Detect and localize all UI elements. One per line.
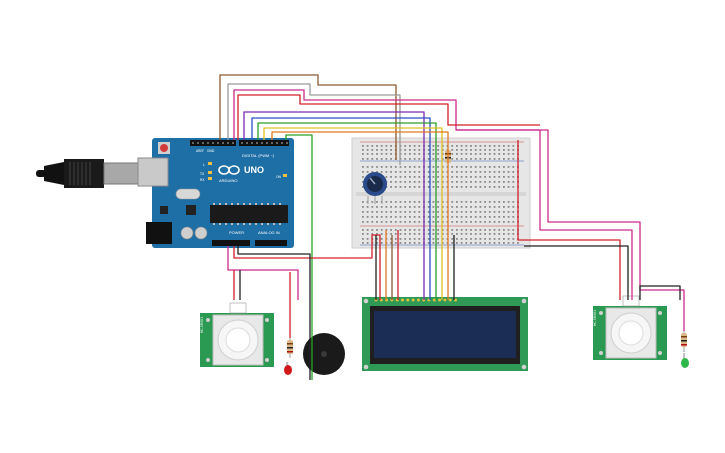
atmega-chip bbox=[210, 205, 288, 223]
pir-sensor-right[interactable]: HC-SR501 bbox=[593, 295, 667, 360]
usb-cable bbox=[36, 159, 139, 188]
power-label: POWER bbox=[229, 230, 244, 235]
lcd-screen bbox=[374, 311, 516, 358]
wire-black-right bbox=[524, 245, 629, 300]
wire-gray bbox=[227, 83, 401, 165]
resistor-left bbox=[287, 338, 293, 358]
resistor-right bbox=[681, 331, 687, 352]
arduino-model: UNO bbox=[244, 165, 264, 175]
led-red bbox=[284, 362, 292, 375]
lcd-display[interactable] bbox=[362, 297, 528, 371]
wire-black-right-2 bbox=[639, 285, 681, 300]
wire-yellow bbox=[263, 127, 443, 300]
l-label: L bbox=[203, 163, 205, 167]
wire-magenta bbox=[233, 89, 633, 300]
digital-label: DIGITAL (PWM ~) bbox=[242, 153, 275, 158]
wire-red-power bbox=[233, 234, 381, 300]
arduino-logo-icon bbox=[218, 165, 240, 175]
tx-label: TX bbox=[199, 172, 205, 176]
arduino-brand: ARDUINO bbox=[219, 178, 237, 183]
piezo-buzzer[interactable] bbox=[303, 333, 345, 375]
pir-right-label: HC-SR501 bbox=[593, 310, 597, 326]
wire-blue bbox=[251, 117, 431, 300]
aref-label: AREF bbox=[196, 149, 204, 153]
on-label: ON bbox=[276, 175, 282, 179]
wire-purple bbox=[243, 111, 425, 300]
arduino-uno-board[interactable]: AREF GND DIGITAL (PWM ~) ARDUINO UNO L T… bbox=[137, 138, 294, 248]
analog-label: ANALOG IN bbox=[258, 230, 280, 235]
gnd-label: GND bbox=[207, 149, 215, 153]
wire-red-right bbox=[517, 140, 621, 300]
wire-magenta-right bbox=[456, 129, 685, 331]
wire-green bbox=[257, 122, 437, 300]
potentiometer[interactable] bbox=[363, 172, 387, 204]
reset-button[interactable] bbox=[160, 144, 168, 152]
wires bbox=[219, 74, 685, 380]
pir-left-label: HC-SR501 bbox=[200, 317, 204, 333]
rx-label: RX bbox=[200, 178, 205, 182]
wire-brown bbox=[219, 74, 397, 160]
wire-black-ground bbox=[237, 246, 311, 380]
pir-sensor-left[interactable]: HC-SR501 bbox=[200, 302, 274, 367]
wire-red-top bbox=[237, 94, 540, 140]
wire-orange bbox=[271, 131, 449, 300]
wire-magenta-left bbox=[227, 246, 299, 300]
led-green bbox=[681, 353, 689, 368]
